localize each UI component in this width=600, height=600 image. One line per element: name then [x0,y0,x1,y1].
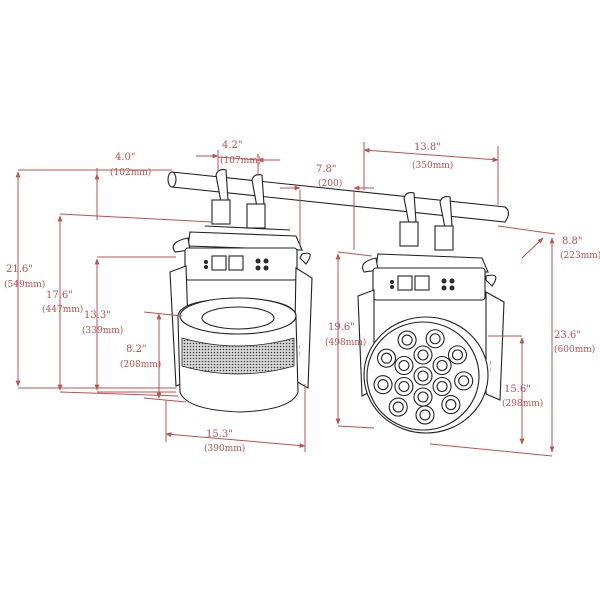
vent-grille [181,337,295,375]
lens [432,355,452,376]
lens [454,371,474,391]
lens-inner [429,333,441,345]
label-base-height-metric: (208mm) [120,359,161,370]
lens-inner [398,359,410,372]
display-screen-right [414,275,430,291]
label-lens-height-metric: (298mm) [502,398,543,409]
label-clamp-spacing: 4.2" [222,140,243,151]
lens [447,345,468,365]
lens-inner [436,359,448,372]
lens-inner [445,399,457,411]
lens-inner [417,391,429,403]
lens [432,376,452,397]
fixture-rear-view: — — [169,169,313,413]
lens [441,395,461,415]
lens-inner [458,375,470,387]
dimension-labels: 4.2" (107mm) 4.0" (102mm) 7.8" (200) 13.… [4,140,600,454]
label-head-width: 13.8" [414,142,441,153]
label-tilt-height: 23.6" [554,330,581,341]
lens-inner [380,352,393,364]
label-depth: 8.8" [562,236,583,247]
lens [425,329,445,349]
brand-label-right: — — [488,360,494,372]
lens [373,375,393,395]
yoke-arm-right-r [485,291,505,401]
lens [394,376,414,397]
label-base-width: 15.3" [206,429,233,440]
lens-inner [436,380,448,393]
lens-inner [392,401,404,413]
label-tilt-height-metric: (600mm) [554,344,595,355]
label-base-to-clamp: 17.6" [46,290,73,301]
handle-right-r [485,274,497,287]
clamp-left-2 [246,174,266,229]
lens [415,405,435,425]
lens [376,348,397,368]
display-screen [228,255,244,271]
label-base-to-handle-metric: (339mm) [82,325,123,336]
label-base-height: 8.2" [126,344,147,355]
label-base-to-handle: 13.3" [84,310,111,321]
lens-inner [451,349,464,361]
handle-right [299,252,311,265]
lens-inner [417,370,429,382]
lens-array [373,329,474,425]
lens [388,397,408,417]
lens-inner [419,409,431,421]
clamp-right-2 [434,196,454,251]
label-front-height-metric: (498mm) [325,337,366,348]
top-plate [187,231,303,251]
lens-inner [417,349,429,361]
label-total-height: 21.6" [6,264,33,275]
label-front-height: 19.6" [328,322,355,333]
label-base-width-metric: (390mm) [204,443,245,454]
label-total-height-metric: (549mm) [4,279,45,290]
lens-inner [401,334,413,346]
lens [397,330,417,350]
clamp-left-1 [211,169,231,225]
fixture-front-view: — — [357,192,505,434]
dimension-lines [15,142,556,457]
lens [413,387,433,407]
label-pipe-gap: 7.8" [316,164,337,175]
label-depth-metric: (223mm) [560,250,600,261]
brand-label: — — [297,344,303,356]
control-panel [184,247,298,281]
label-lens-height: 15.6" [504,384,531,395]
lens-inner [398,380,410,393]
label-head-width-metric: (350mm) [412,160,453,171]
lens-inner [377,379,389,391]
label-base-to-clamp-metric: (447mm) [42,304,83,315]
label-clamp-offset: 4.0" [115,152,136,163]
label-clamp-offset-metric: (102mm) [110,167,151,178]
clamp-right-1 [399,192,419,247]
lens [413,366,433,386]
label-clamp-spacing-metric: (107mm) [220,155,261,166]
lens [413,345,433,365]
lens [394,355,414,376]
label-pipe-gap-metric: (200) [318,178,342,189]
